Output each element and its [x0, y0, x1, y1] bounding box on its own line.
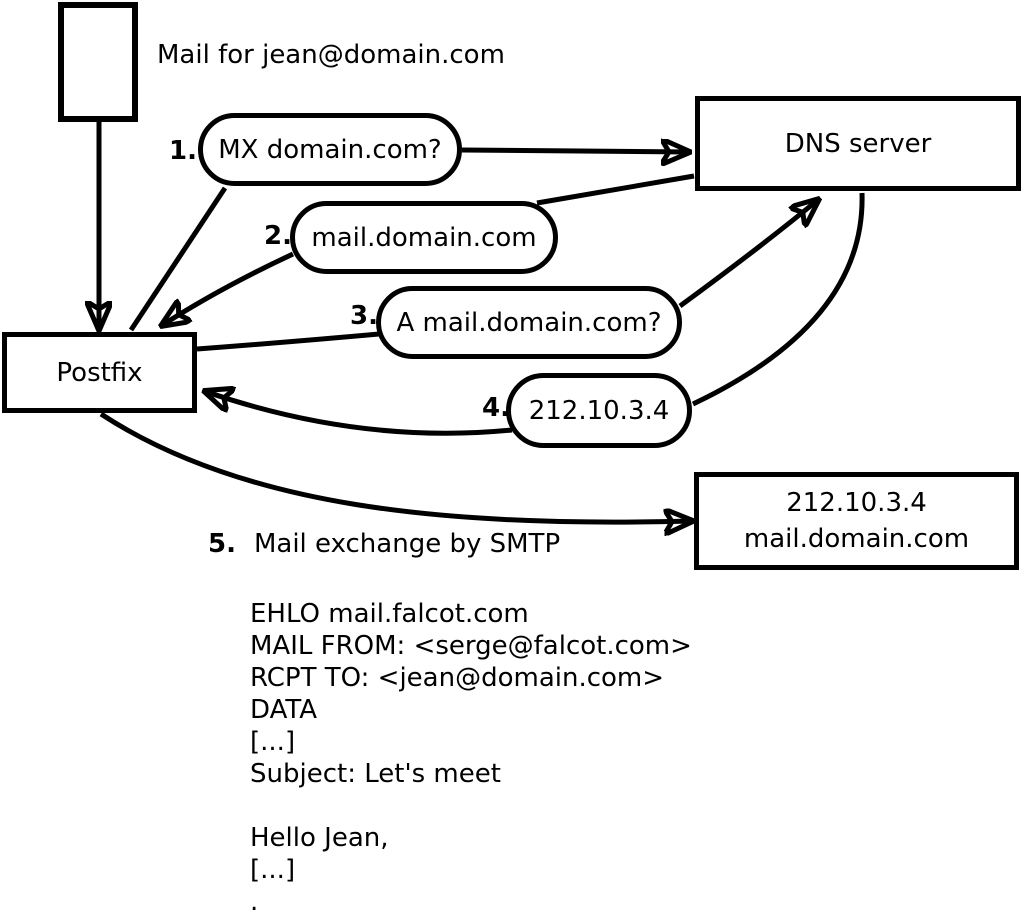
step-5-number: 5. [208, 529, 236, 559]
tail-dns-to-bubble4 [691, 192, 865, 407]
dns-server-node-label: DNS server [784, 128, 932, 159]
mail-message-node [58, 2, 138, 122]
step-5-label: Mail exchange by SMTP [253, 529, 561, 559]
smtp-line: . [250, 887, 259, 917]
smtp-session-transcript: EHLO mail.falcot.com MAIL FROM: <serge@f… [250, 598, 692, 918]
smtp-line [250, 790, 692, 822]
step-1-number: 1. [169, 136, 197, 166]
bubble-a-query: A mail.domain.com? [376, 286, 682, 359]
tail-dns-to-bubble2 [536, 173, 695, 206]
bubble-mx-query: MX domain.com? [198, 113, 462, 186]
bubble-mx-answer: mail.domain.com [290, 201, 558, 274]
bubble-a-answer-label: 212.10.3.4 [528, 395, 670, 426]
step-5-caption: 5. Mail exchange by SMTP [208, 529, 560, 559]
destination-hostname-label: mail.domain.com [743, 524, 970, 554]
smtp-line: [...] [250, 727, 296, 757]
smtp-line: Hello Jean, [250, 823, 389, 853]
smtp-line: [...] [250, 855, 296, 885]
bubble-mx-query-label: MX domain.com? [218, 134, 442, 165]
bubble-a-query-label: A mail.domain.com? [396, 307, 662, 338]
postfix-node: Postfix [2, 332, 197, 413]
arrow-postfix-to-destination-smtp [99, 411, 693, 522]
bubble-mx-answer-label: mail.domain.com [311, 222, 537, 253]
postfix-node-label: Postfix [56, 357, 143, 388]
smtp-line: Subject: Let's meet [250, 759, 501, 789]
arrow-bubble4-to-postfix [204, 391, 513, 436]
smtp-line: MAIL FROM: <serge@falcot.com> [250, 631, 692, 661]
tail-postfix-to-bubble1 [128, 186, 228, 332]
smtp-line: DATA [250, 695, 317, 725]
arrow-bubble2-to-postfix [161, 251, 295, 326]
smtp-line: RCPT TO: <jean@domain.com> [250, 663, 665, 693]
mail-for-label: Mail for jean@domain.com [157, 40, 505, 70]
arrow-bubble1-to-dns [461, 150, 690, 152]
step-2-number: 2. [264, 221, 292, 251]
tail-postfix-to-bubble3 [196, 330, 391, 352]
arrow-bubble3-to-dns [678, 199, 819, 309]
step-3-number: 3. [350, 301, 378, 331]
destination-ip-label: 212.10.3.4 [786, 488, 927, 518]
dns-server-node: DNS server [695, 96, 1021, 191]
smtp-line: EHLO mail.falcot.com [250, 599, 529, 629]
destination-server-node: 212.10.3.4 mail.domain.com [694, 472, 1019, 570]
bubble-a-answer: 212.10.3.4 [506, 373, 692, 448]
